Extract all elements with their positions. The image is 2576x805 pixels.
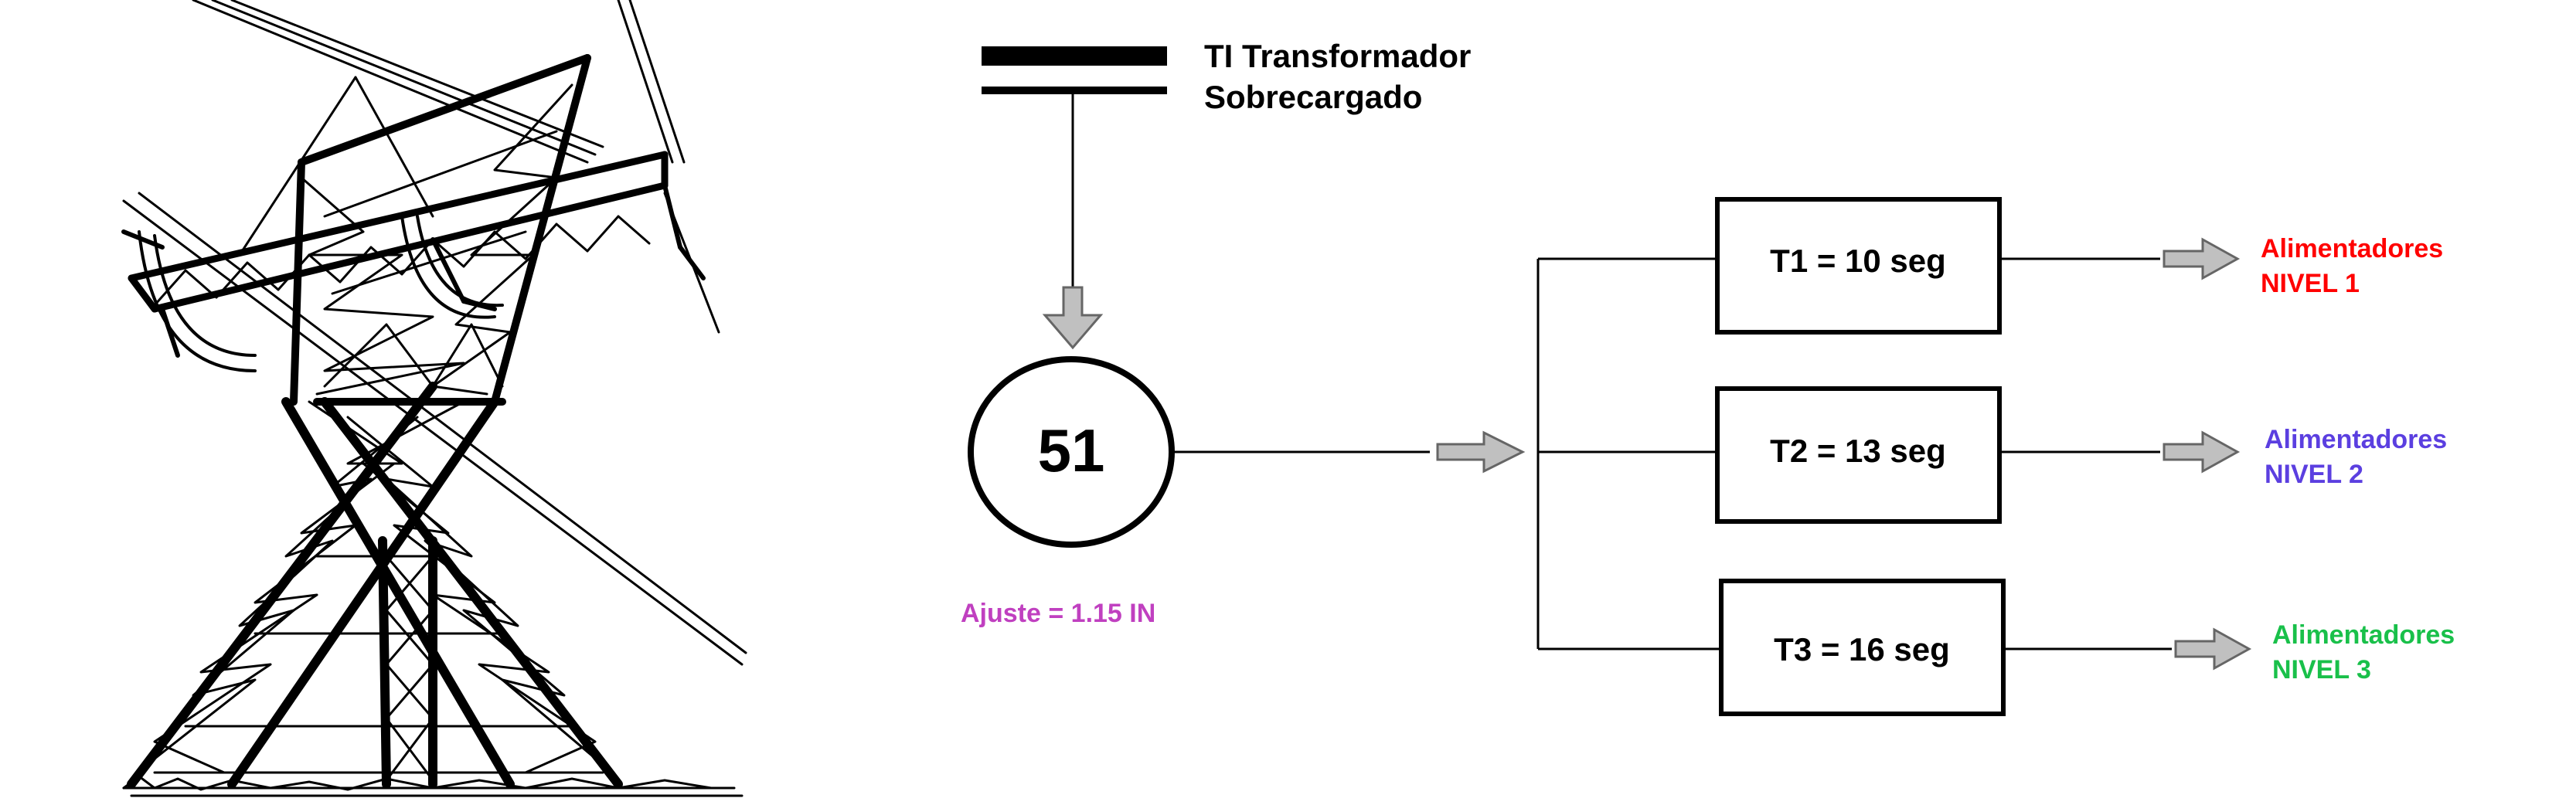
relay-code: 51: [1038, 416, 1105, 484]
tower-lattice: [145, 400, 604, 782]
transmission-tower-icon: [121, 0, 747, 797]
right-arrow-icon: [1436, 430, 1526, 474]
right-arrow-icon-t2: [2163, 430, 2241, 474]
timer-label-t1: T1 = 10 seg: [1770, 243, 1946, 279]
timer-box-t2: [1715, 386, 2002, 524]
tower-upper-body: [290, 54, 591, 406]
tower-jumper-cables: [138, 215, 504, 372]
right-arrow-icon-t1: [2163, 237, 2241, 280]
tower-upper-lattice: [300, 83, 573, 396]
transformer-bar-thin: [982, 87, 1167, 94]
transformer-symbol: [982, 46, 1167, 94]
timer-box-t3: [1719, 579, 2006, 716]
transformer-bar-thick: [982, 46, 1167, 66]
timer-label-t3: T3 = 16 seg: [1774, 631, 1950, 667]
transformer-label-line2: Sobrecargado: [1204, 79, 1422, 115]
target-label-t1-line2: NIVEL 1: [2261, 269, 2360, 298]
target-label-t2-line2: NIVEL 2: [2265, 460, 2363, 489]
tower-crossarm-lattice: [153, 76, 651, 307]
target-label-t3-line2: NIVEL 3: [2272, 655, 2371, 684]
transformer-label-line1: TI Transformador: [1204, 38, 1471, 74]
target-label-t1-line1: Alimentadores: [2261, 234, 2443, 263]
timer-box-t1: [1715, 197, 2002, 335]
relay-setting: Ajuste = 1.15 IN: [961, 599, 1155, 628]
ground-line: [122, 775, 744, 797]
target-label-t3-line1: Alimentadores: [2272, 620, 2455, 650]
target-label-t2-line1: Alimentadores: [2265, 425, 2447, 454]
timer-label-t2: T2 = 13 seg: [1770, 433, 1946, 469]
right-arrow-icon-t3: [2174, 627, 2252, 671]
down-arrow-icon: [1042, 286, 1104, 350]
tower-legs: [127, 382, 623, 789]
tower-crossarm: [128, 151, 669, 313]
